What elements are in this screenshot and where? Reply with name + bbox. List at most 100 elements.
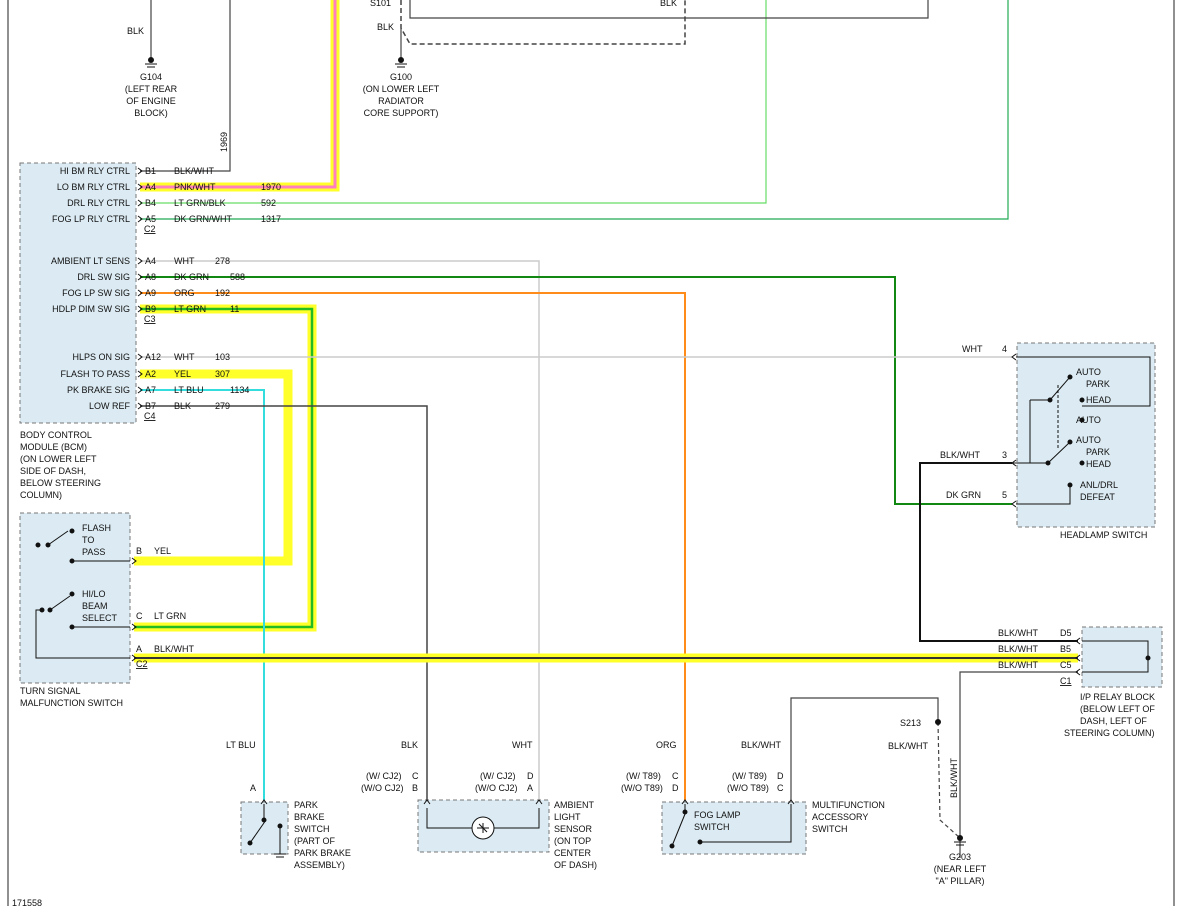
svg-text:D: D xyxy=(777,771,784,781)
svg-text:BLOCK): BLOCK) xyxy=(134,108,168,118)
svg-text:B: B xyxy=(412,783,418,793)
relay-block-text: BLK/WHT D5 BLK/WHT B5 BLK/WHT C5 C1 I/P … xyxy=(998,628,1155,738)
park-brake-text: LT BLU A PARK BRAKE SWITCH (PART OF PARK… xyxy=(226,740,351,870)
fog-switch-text: ORG BLK/WHT (W/ T89) (W/O T89) C D (W/ T… xyxy=(621,740,885,834)
bcm-pin-number: A5 xyxy=(145,214,156,224)
ground-g203-text: S213 BLK/WHT BLK/WHT G203 (NEAR LEFT "A"… xyxy=(888,718,987,886)
bcm-pin-number: B1 xyxy=(145,166,156,176)
bcm-wire-color: YEL xyxy=(174,369,191,379)
bcm-pin-number: B7 xyxy=(145,401,156,411)
svg-text:(NEAR LEFT: (NEAR LEFT xyxy=(934,864,987,874)
turn-switch-contacts xyxy=(35,528,130,659)
wire-number-1969: 1969 xyxy=(219,132,229,152)
turn-switch-box xyxy=(19,512,131,684)
svg-text:DASH, LEFT OF: DASH, LEFT OF xyxy=(1080,716,1147,726)
svg-text:RADIATOR: RADIATOR xyxy=(378,96,424,106)
bcm-pin-label: PK BRAKE SIG xyxy=(67,385,130,395)
bcm-pin-number: A8 xyxy=(145,272,156,282)
bcm-wire-color: ORG xyxy=(174,288,195,298)
svg-text:PARK: PARK xyxy=(294,800,318,810)
connector-chevrons xyxy=(131,167,1081,805)
page-frame xyxy=(7,0,1175,906)
svg-text:BLK/WHT: BLK/WHT xyxy=(949,757,959,798)
bcm-circuit-number: 588 xyxy=(230,272,245,282)
svg-text:D: D xyxy=(527,771,534,781)
svg-text:LT GRN: LT GRN xyxy=(154,611,186,621)
bcm-pin-number: B4 xyxy=(145,198,156,208)
svg-text:HEADLAMP SWITCH: HEADLAMP SWITCH xyxy=(1060,530,1147,540)
splice-s213-dot xyxy=(935,719,941,725)
svg-text:I/P RELAY BLOCK: I/P RELAY BLOCK xyxy=(1080,692,1155,702)
svg-text:BRAKE: BRAKE xyxy=(294,812,325,822)
bcm-pin-label: DRL SW SIG xyxy=(77,272,130,282)
svg-text:STEERING COLUMN): STEERING COLUMN) xyxy=(1064,728,1155,738)
svg-text:BODY CONTROL: BODY CONTROL xyxy=(20,430,92,440)
bcm-pin-label: LO BM RLY CTRL xyxy=(57,182,130,192)
svg-text:4: 4 xyxy=(1002,344,1007,354)
bcm-wire-color: WHT xyxy=(174,256,195,266)
svg-text:OF DASH): OF DASH) xyxy=(554,860,597,870)
diagram-id: 171558 xyxy=(12,898,42,906)
bcm-pin-number: B9 xyxy=(145,304,156,314)
svg-text:AUTO: AUTO xyxy=(1076,435,1101,445)
svg-text:OF ENGINE: OF ENGINE xyxy=(126,96,176,106)
bcm-wire-color: DK GRN xyxy=(174,272,209,282)
svg-text:BLK/WHT: BLK/WHT xyxy=(154,644,195,654)
ground-g100-symbol xyxy=(395,57,407,68)
svg-text:AUTO: AUTO xyxy=(1076,367,1101,377)
svg-text:(W/ T89): (W/ T89) xyxy=(732,771,767,781)
svg-text:(LEFT REAR: (LEFT REAR xyxy=(125,84,178,94)
svg-text:(W/ CJ2): (W/ CJ2) xyxy=(366,771,402,781)
bcm-circuit-number: 279 xyxy=(215,401,230,411)
svg-text:D5: D5 xyxy=(1060,628,1072,638)
bcm-connector-c3: C3 xyxy=(144,314,156,324)
svg-text:PARK: PARK xyxy=(1086,447,1110,457)
svg-text:CORE SUPPORT): CORE SUPPORT) xyxy=(364,108,439,118)
svg-text:YEL: YEL xyxy=(154,546,171,556)
svg-text:"A" PILLAR): "A" PILLAR) xyxy=(936,876,985,886)
svg-text:D: D xyxy=(672,783,679,793)
bcm-pin-label: LOW REF xyxy=(89,401,131,411)
svg-text:(W/O CJ2): (W/O CJ2) xyxy=(361,783,404,793)
headlamp-switch-contacts xyxy=(1012,356,1151,505)
svg-text:PASS: PASS xyxy=(82,547,105,557)
svg-text:(ON LOWER LEFT: (ON LOWER LEFT xyxy=(363,84,440,94)
svg-text:C5: C5 xyxy=(1060,660,1072,670)
svg-text:B5: B5 xyxy=(1060,644,1071,654)
svg-text:DK GRN: DK GRN xyxy=(946,490,981,500)
bcm-caption: BODY CONTROL MODULE (BCM) (ON LOWER LEFT… xyxy=(20,430,101,500)
svg-text:ORG: ORG xyxy=(656,740,677,750)
svg-text:ANL/DRL: ANL/DRL xyxy=(1080,480,1118,490)
svg-text:MALFUNCTION SWITCH: MALFUNCTION SWITCH xyxy=(20,698,123,708)
svg-text:(ON LOWER LEFT: (ON LOWER LEFT xyxy=(20,454,97,464)
turn-switch-text: FLASH TO PASS HI/LO BEAM SELECT B YEL C … xyxy=(20,523,195,708)
bcm-pin-number: A12 xyxy=(145,352,161,362)
relay-block-bus xyxy=(1082,640,1151,673)
park-brake-contacts xyxy=(247,804,286,858)
bcm-pin-number: A4 xyxy=(145,256,156,266)
bcm-circuit-number: 1970 xyxy=(261,182,281,192)
fog-switch-contacts xyxy=(669,804,792,849)
headlamp-switch-box xyxy=(1016,342,1156,528)
svg-text:BLK: BLK xyxy=(401,740,418,750)
svg-text:3: 3 xyxy=(1002,450,1007,460)
svg-text:ACCESSORY: ACCESSORY xyxy=(812,812,868,822)
top-splice-s101: S101 xyxy=(370,0,391,8)
bcm-connector-c2: C2 xyxy=(144,224,156,234)
bcm-wire-color: LT GRN xyxy=(174,304,206,314)
svg-text:C: C xyxy=(777,783,784,793)
svg-text:BLK/WHT: BLK/WHT xyxy=(998,644,1039,654)
svg-text:LT BLU: LT BLU xyxy=(226,740,256,750)
svg-text:BEAM: BEAM xyxy=(82,601,108,611)
bcm-pin-number: A9 xyxy=(145,288,156,298)
svg-text:G100: G100 xyxy=(390,72,412,82)
svg-text:A: A xyxy=(250,783,256,793)
svg-text:A: A xyxy=(136,644,142,654)
svg-text:PARK: PARK xyxy=(1086,379,1110,389)
svg-text:BLK/WHT: BLK/WHT xyxy=(888,741,929,751)
headlamp-switch-text: WHT 4 BLK/WHT 3 DK GRN 5 AUTO PARK HEAD … xyxy=(940,344,1147,540)
ambient-sensor-text: BLK WHT (W/ CJ2) (W/O CJ2) C B (W/ CJ2) … xyxy=(361,740,597,870)
svg-text:WHT: WHT xyxy=(512,740,533,750)
svg-text:(W/O T89): (W/O T89) xyxy=(727,783,769,793)
